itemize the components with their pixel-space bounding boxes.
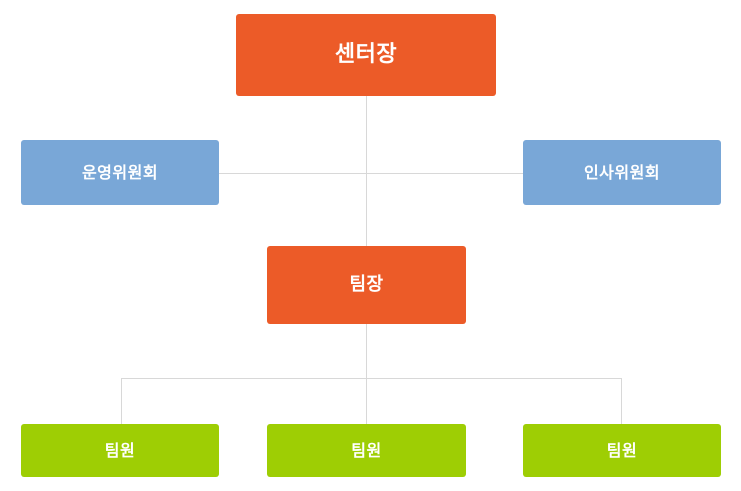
org-node-director[interactable]: 센터장 <box>236 14 496 96</box>
connector-member-horizontal-bus <box>121 378 622 379</box>
connector-member-drop-1 <box>366 378 367 424</box>
connector-committee-horizontal-bar <box>219 173 523 174</box>
connector-director-to-leader-upper <box>366 96 367 173</box>
connector-member-drop-2 <box>621 378 622 424</box>
org-node-team-member-0-label: 팀원 <box>104 440 136 460</box>
org-node-team-member-0[interactable]: 팀원 <box>21 424 219 477</box>
org-node-personnel-committee-label: 인사위원회 <box>583 162 661 182</box>
org-node-personnel-committee[interactable]: 인사위원회 <box>523 140 721 205</box>
org-node-team-member-2[interactable]: 팀원 <box>523 424 721 477</box>
org-node-steering-committee[interactable]: 운영위원회 <box>21 140 219 205</box>
org-node-team-member-2-label: 팀원 <box>606 440 638 460</box>
org-node-team-leader[interactable]: 팀장 <box>267 246 466 324</box>
org-node-director-label: 센터장 <box>334 41 398 67</box>
connector-director-to-leader-lower <box>366 173 367 246</box>
org-node-team-member-1[interactable]: 팀원 <box>267 424 466 477</box>
connector-leader-drop <box>366 324 367 378</box>
org-node-team-leader-label: 팀장 <box>349 274 384 296</box>
org-node-steering-committee-label: 운영위원회 <box>81 162 159 182</box>
connector-member-drop-0 <box>121 378 122 424</box>
org-node-team-member-1-label: 팀원 <box>351 440 382 460</box>
